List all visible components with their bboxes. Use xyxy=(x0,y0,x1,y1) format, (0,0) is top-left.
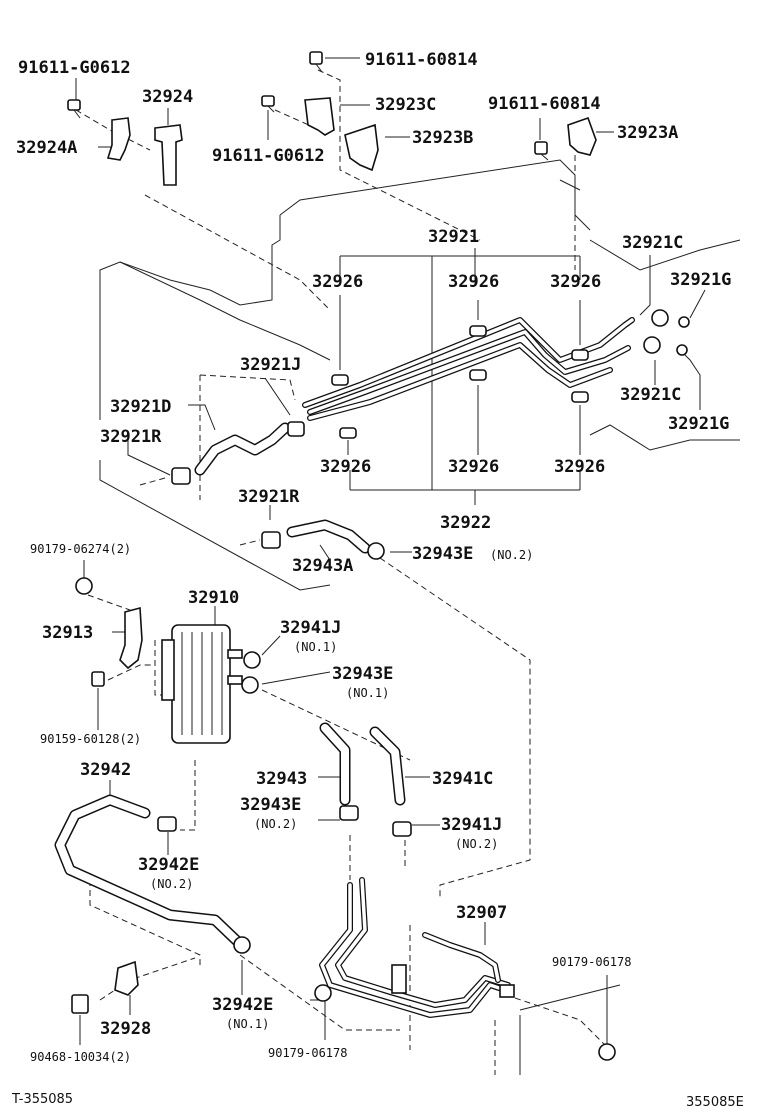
footer: T-355085 355085E xyxy=(11,1092,744,1110)
bracket-32924a xyxy=(106,117,131,161)
label-32926-d: 32926 xyxy=(320,457,371,477)
label-32943e-c: 32943E xyxy=(240,795,301,815)
label-32924a: 32924A xyxy=(16,138,77,158)
label-32910: 32910 xyxy=(188,588,239,608)
label-32926-f: 32926 xyxy=(554,457,605,477)
label-32913: 32913 xyxy=(42,623,93,643)
note-32941j-b: (NO.2) xyxy=(455,837,498,851)
bracket-32928 xyxy=(114,960,139,996)
note-32941j-a: (NO.1) xyxy=(294,640,337,654)
note-32943e-c: (NO.2) xyxy=(254,817,297,831)
label-32928: 32928 xyxy=(100,1019,151,1039)
bolt-91611-60814-a xyxy=(309,51,323,73)
label-32926-e: 32926 xyxy=(448,457,499,477)
nut-90179-06178-a xyxy=(314,984,332,1002)
part-labels: 91611-G0612 32924 32924A 91611-60814 329… xyxy=(16,50,731,1064)
label-32924: 32924 xyxy=(142,87,193,107)
label-91611-g0612-b: 91611-G0612 xyxy=(212,146,325,166)
label-32943a: 32943A xyxy=(292,556,353,576)
label-90159-60128: 90159-60128(2) xyxy=(40,732,141,746)
bracket-32923a xyxy=(567,116,597,156)
footer-left-code: T-355085 xyxy=(11,1092,73,1107)
label-32926-b: 32926 xyxy=(448,272,499,292)
label-32921d: 32921D xyxy=(110,397,171,417)
label-90179-06178-b: 90179-06178 xyxy=(268,1046,347,1060)
nut-90179-06178-b xyxy=(598,1043,616,1061)
label-32942e-b: 32942E xyxy=(212,995,273,1015)
fasteners xyxy=(67,51,616,1061)
label-32921r-a: 32921R xyxy=(100,427,162,447)
pipe-assembly-32921 xyxy=(302,317,635,421)
clip-90468-10034 xyxy=(71,994,89,1014)
label-90179-06178-a: 90179-06178 xyxy=(552,955,631,969)
note-32943e-a: (NO.2) xyxy=(490,548,533,562)
brackets xyxy=(106,97,597,996)
label-91611-60814-b: 91611-60814 xyxy=(488,94,601,114)
bracket-32923b xyxy=(344,123,379,172)
bracket-32913 xyxy=(119,606,143,670)
label-91611-g0612-a: 91611-G0612 xyxy=(18,58,131,78)
label-90468-10034: 90468-10034(2) xyxy=(30,1050,131,1064)
hoses xyxy=(54,422,406,948)
label-32921c-a: 32921C xyxy=(622,233,683,253)
label-32921j: 32921J xyxy=(240,355,301,375)
label-32923c: 32923C xyxy=(375,95,436,115)
oil-cooler-32910 xyxy=(161,624,243,744)
label-32921g-a: 32921G xyxy=(670,270,731,290)
label-32926-c: 32926 xyxy=(550,272,601,292)
label-32921r-b: 32921R xyxy=(238,487,300,507)
bolt-91611-g0612-a xyxy=(67,99,81,119)
label-32922: 32922 xyxy=(440,513,491,533)
footer-right-code: 355085E xyxy=(686,1095,744,1110)
bracket-32923c xyxy=(304,97,335,136)
grommets-32926 xyxy=(331,325,589,439)
label-32907: 32907 xyxy=(456,903,507,923)
label-32941c: 32941C xyxy=(432,769,493,789)
label-32942e-a: 32942E xyxy=(138,855,199,875)
note-32942e-a: (NO.2) xyxy=(150,877,193,891)
clamps xyxy=(157,421,412,954)
label-32921: 32921 xyxy=(428,227,479,247)
label-32921c-b: 32921C xyxy=(620,385,681,405)
label-32923b: 32923B xyxy=(412,128,473,148)
label-32941j-b: 32941J xyxy=(441,815,502,835)
pipe-32907 xyxy=(319,877,515,1018)
label-32923a: 32923A xyxy=(617,123,678,143)
bracket-32924 xyxy=(154,124,183,186)
bolt-91611-60814-b xyxy=(534,141,549,161)
bolt-91611-g0612-b xyxy=(261,95,275,113)
label-32943e-a: 32943E xyxy=(412,544,473,564)
label-32926-a: 32926 xyxy=(312,272,363,292)
nut-90179-06274 xyxy=(75,577,93,595)
fittings-32921c xyxy=(643,309,690,356)
label-32943e-b: 32943E xyxy=(332,664,393,684)
label-32941j-a: 32941J xyxy=(280,618,341,638)
leader-lines xyxy=(75,57,706,1075)
label-32942: 32942 xyxy=(80,760,131,780)
label-91611-60814-a: 91611-60814 xyxy=(365,50,478,70)
label-90179-06274: 90179-06274(2) xyxy=(30,542,131,556)
engine-outline xyxy=(99,159,741,591)
bolt-90159-60128 xyxy=(91,671,105,687)
label-32943: 32943 xyxy=(256,769,307,789)
note-32942e-b: (NO.1) xyxy=(226,1017,269,1031)
label-32921g-b: 32921G xyxy=(668,414,729,434)
note-32943e-b: (NO.1) xyxy=(346,686,389,700)
